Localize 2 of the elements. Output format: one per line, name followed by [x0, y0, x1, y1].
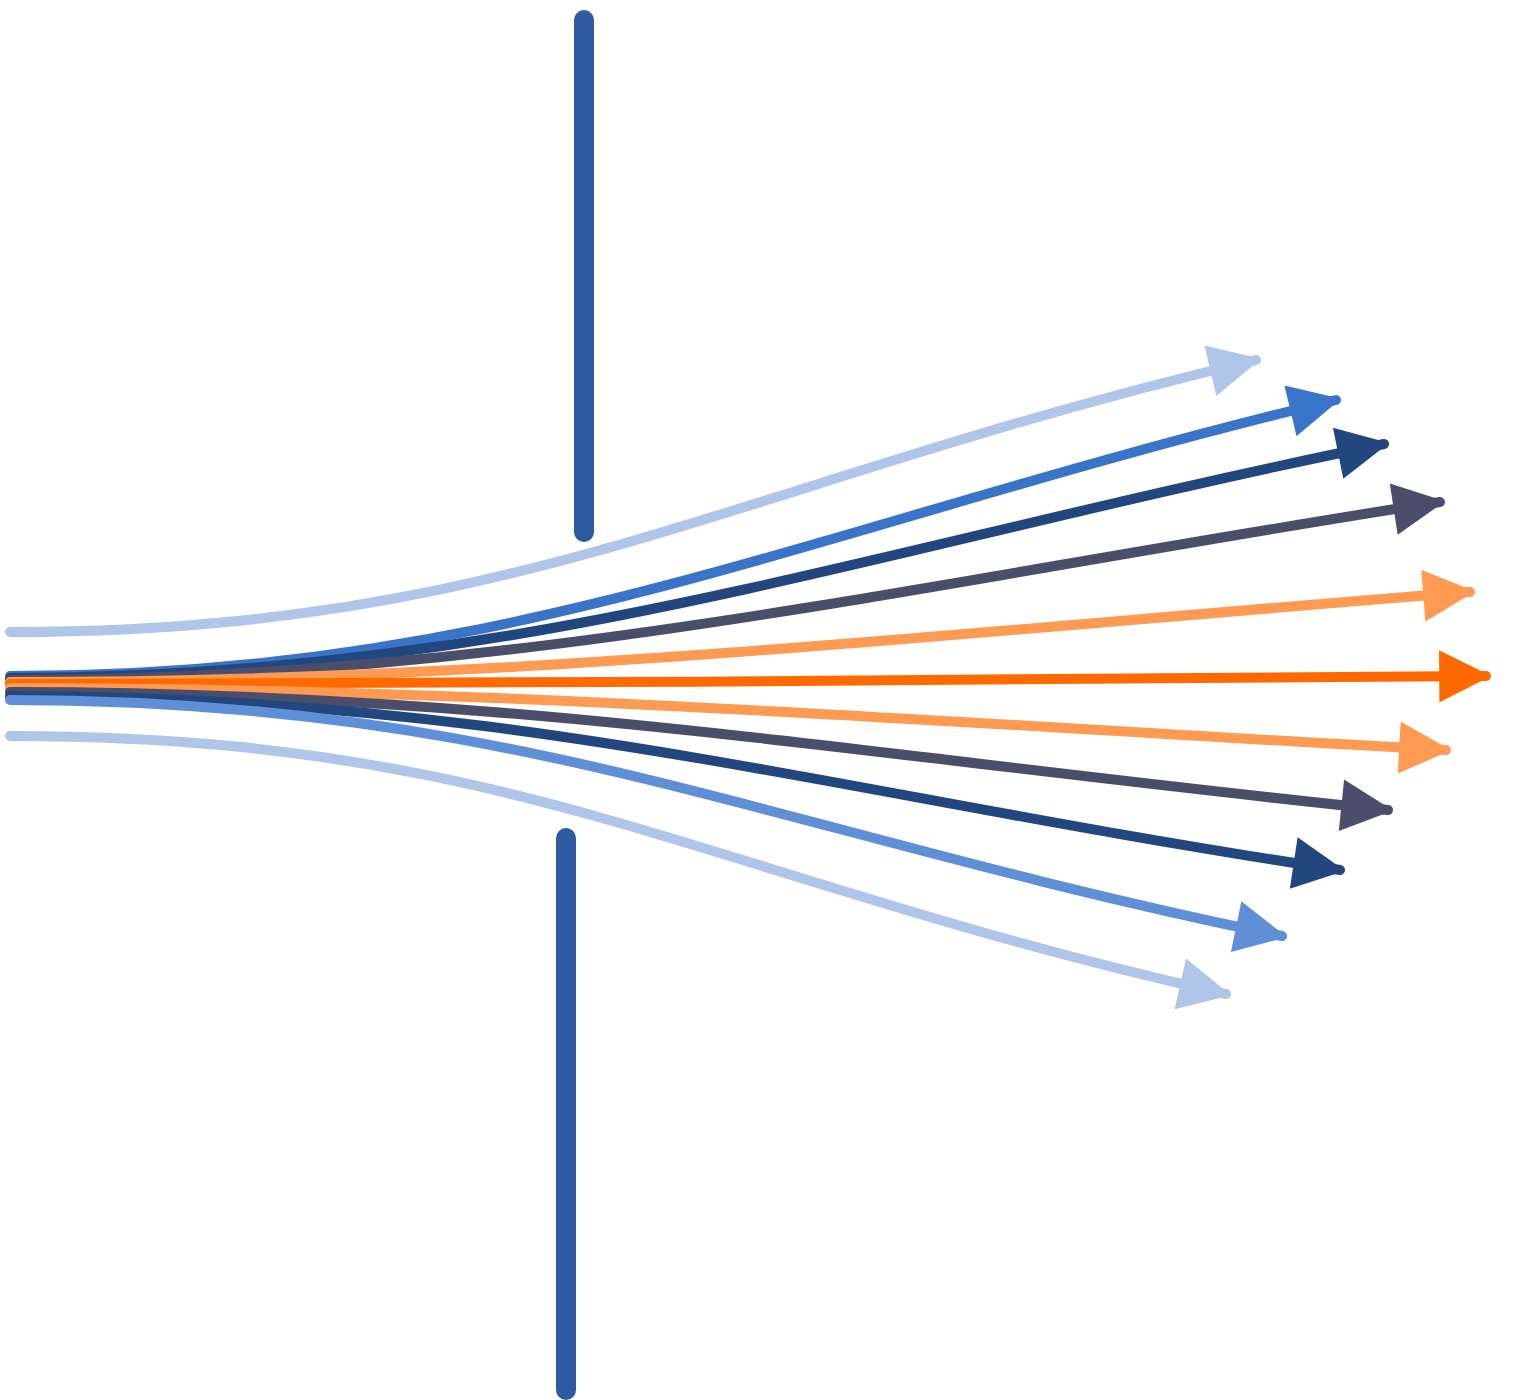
barrier-bar: [556, 828, 576, 1400]
barrier-bar: [574, 10, 594, 542]
